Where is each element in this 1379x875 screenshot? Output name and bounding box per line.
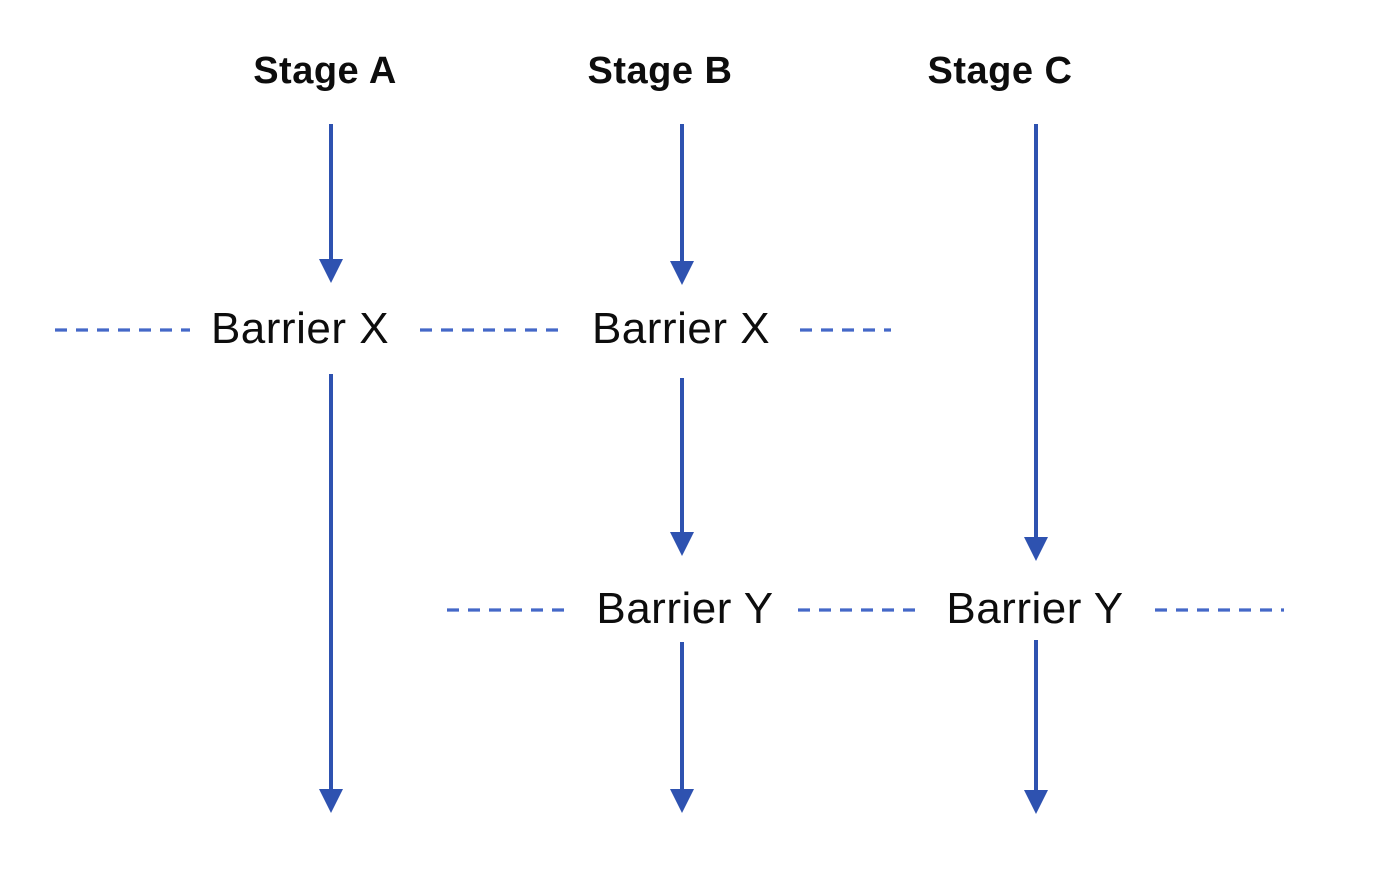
barrier-x-label-stage-a: Barrier X <box>210 304 390 353</box>
barrier-y-label-stage-c: Barrier Y <box>946 584 1124 633</box>
stage-b-flow <box>670 124 694 813</box>
arrow-down-icon <box>319 259 343 283</box>
stage-a-label: Stage A <box>253 50 397 92</box>
stage-c-label: Stage C <box>927 50 1073 92</box>
stage-c-flow <box>1024 124 1048 814</box>
barrier-y-label-stage-b: Barrier Y <box>596 584 774 633</box>
arrow-down-icon <box>670 789 694 813</box>
arrow-down-icon <box>670 532 694 556</box>
arrow-down-icon <box>319 789 343 813</box>
stage-b-label: Stage B <box>587 50 733 92</box>
arrow-down-icon <box>1024 790 1048 814</box>
stage-a-flow <box>319 124 343 813</box>
arrow-down-icon <box>670 261 694 285</box>
arrow-down-icon <box>1024 537 1048 561</box>
barrier-x-label-stage-b: Barrier X <box>591 304 771 353</box>
